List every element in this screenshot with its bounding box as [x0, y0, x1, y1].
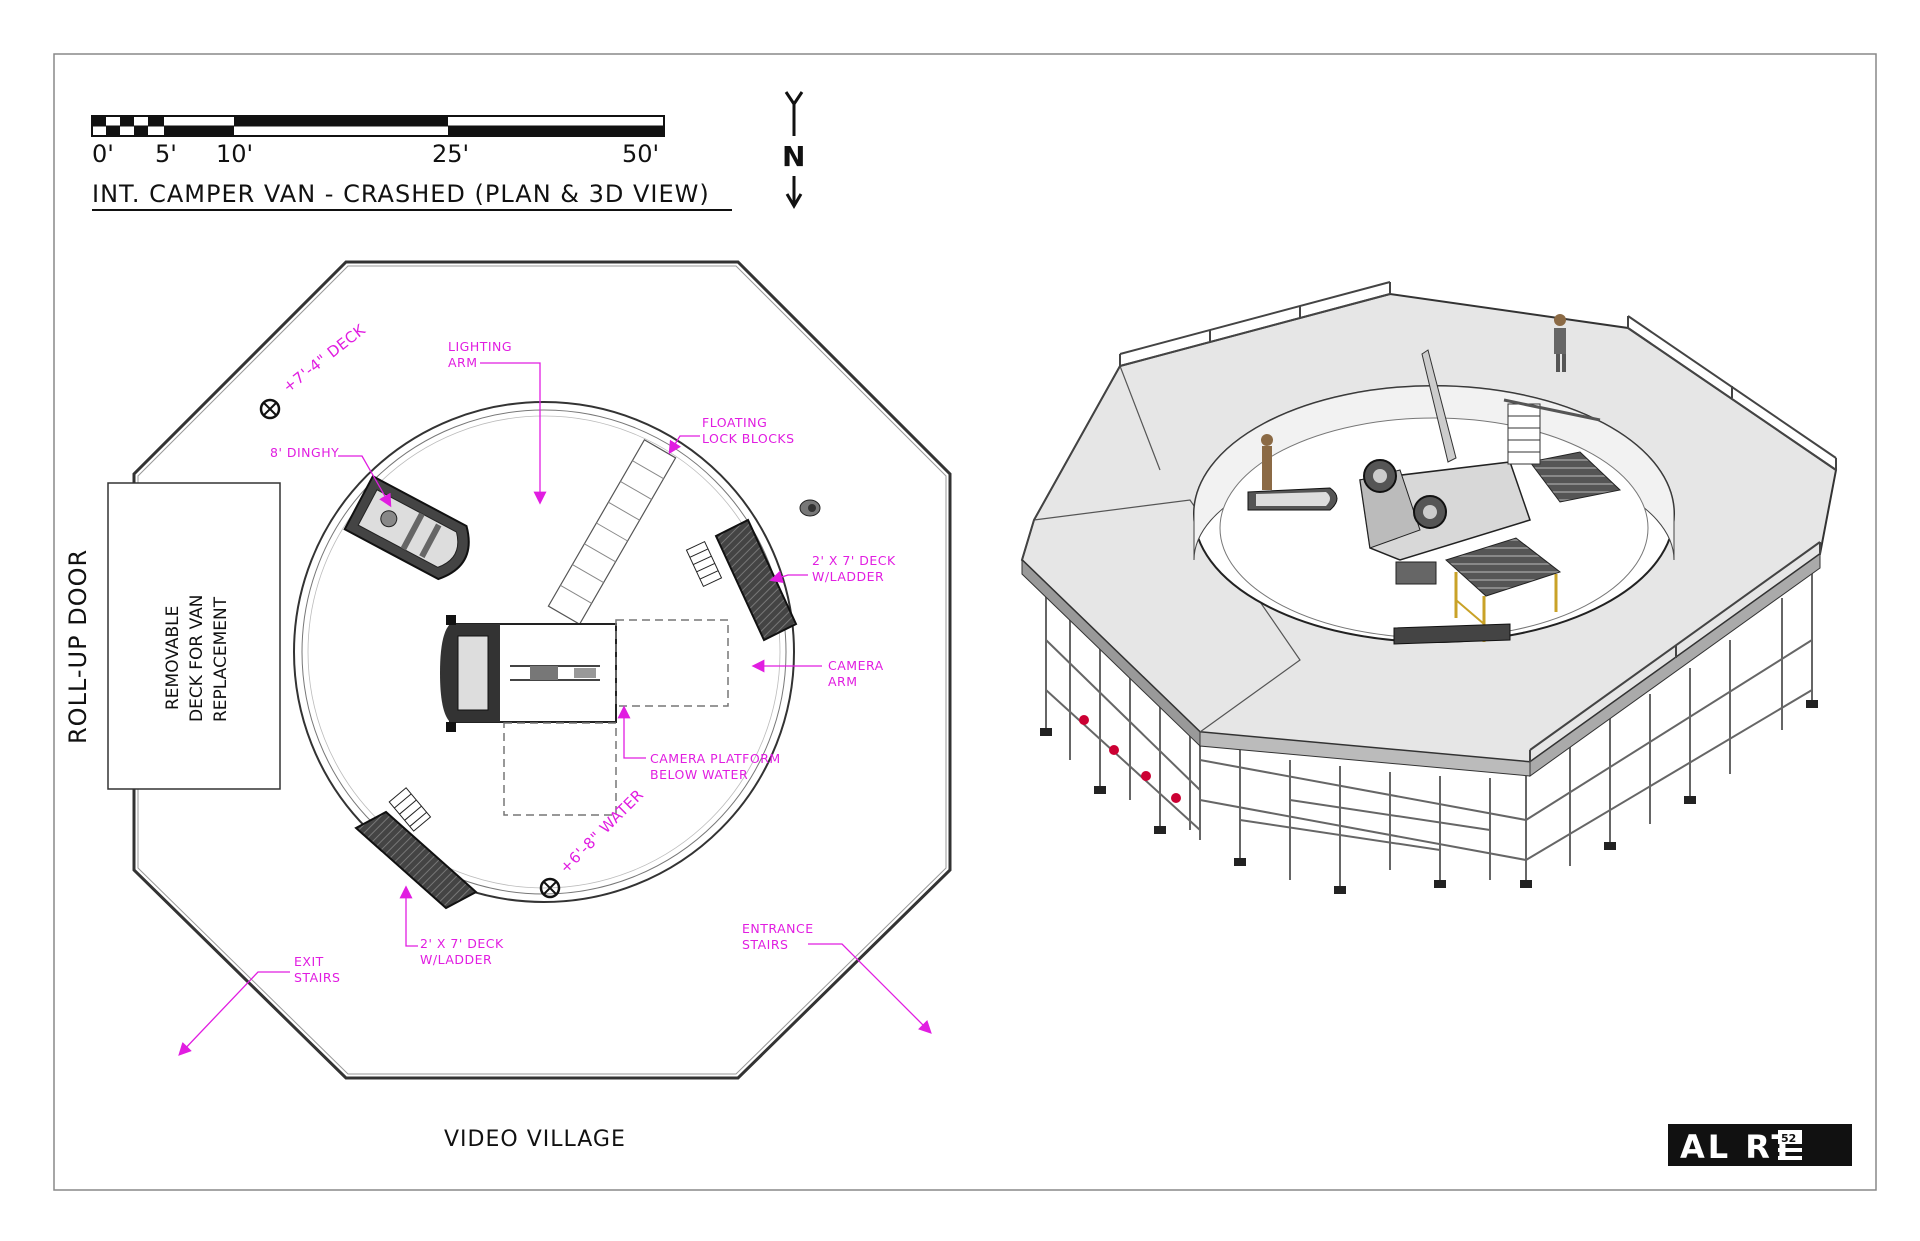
deck-left	[354, 787, 478, 910]
callout-floating-blocks-1: FLOATING	[702, 415, 767, 430]
scale-label-5: 5'	[155, 140, 177, 168]
video-village-label: VIDEO VILLAGE	[444, 1127, 626, 1152]
scale-labels: 0' 5' 10' 25' 50'	[92, 140, 659, 168]
scale-bar	[91, 115, 665, 137]
callout-entrance-stairs-1: ENTRANCE	[742, 921, 814, 936]
scale-label-25: 25'	[432, 140, 469, 168]
water-elevation-marker-icon	[539, 877, 561, 899]
north-letter: N	[782, 140, 806, 173]
logo-text: AL RT	[1680, 1128, 1796, 1166]
iso-deck-back	[1503, 398, 1622, 503]
iso-person-icon	[1554, 314, 1566, 372]
callout-floating-blocks-2: LOCK BLOCKS	[702, 431, 795, 446]
plan-view: ROLL-UP DOOR REMOVABLE DECK FOR VAN REPL…	[64, 260, 952, 1152]
callout-deck-right-2: W/LADDER	[812, 569, 884, 584]
scale-label-10: 10'	[216, 140, 253, 168]
iso-deck-front	[1445, 537, 1562, 642]
callout-camera-platform-2: BELOW WATER	[650, 767, 748, 782]
scaffold-feet	[1040, 700, 1818, 894]
iso-view	[1020, 281, 1838, 894]
removable-deck-line-1: REMOVABLE	[163, 606, 183, 710]
dinghy	[343, 474, 470, 581]
north-arrow-icon	[784, 91, 804, 209]
callout-exit-stairs-1: EXIT	[294, 954, 324, 969]
removable-deck	[107, 482, 281, 790]
camera-platform-outline	[503, 722, 617, 816]
iso-railings	[1021, 281, 1837, 762]
callout-lighting-arm-2: ARM	[448, 355, 478, 370]
iso-dinghy	[1247, 434, 1338, 511]
logo-badge: 52	[1781, 1132, 1796, 1145]
callout-entrance-stairs-2: STAIRS	[742, 937, 788, 952]
alert-logo: AL RT 52	[1668, 1124, 1852, 1166]
camper-van	[440, 615, 617, 732]
sheet-border	[53, 53, 1877, 1191]
scale-label-50: 50'	[622, 140, 659, 168]
deck-elevation-marker-icon	[259, 398, 281, 420]
callout-camera-arm-2: ARM	[828, 674, 858, 689]
floating-lock-blocks	[547, 439, 677, 625]
person-icon	[799, 499, 821, 517]
callout-lighting-arm-1: LIGHTING	[448, 339, 512, 354]
camera-arm-outline	[615, 619, 729, 707]
removable-deck-line-2: DECK FOR VAN	[187, 594, 207, 722]
callout-dinghy: 8' DINGHY	[270, 445, 339, 460]
callout-camera-arm-1: CAMERA	[828, 658, 884, 673]
deck-right	[685, 518, 798, 642]
iso-van	[1359, 459, 1531, 585]
callout-deck-right-1: 2' X 7' DECK	[812, 553, 896, 568]
callout-deck-left-1: 2' X 7' DECK	[420, 936, 504, 951]
iso-floating-blocks	[1393, 623, 1511, 645]
callout-camera-platform-1: CAMERA PLATFORM	[650, 751, 781, 766]
page-title: INT. CAMPER VAN - CRASHED (PLAN & 3D VIE…	[92, 180, 710, 208]
scaffolding	[1045, 560, 1813, 890]
callout-deck-left-2: W/LADDER	[420, 952, 492, 967]
roll-up-door-label: ROLL-UP DOOR	[64, 549, 92, 744]
callout-exit-stairs-2: STAIRS	[294, 970, 340, 985]
scale-label-0: 0'	[92, 140, 114, 168]
removable-deck-line-3: REPLACEMENT	[211, 596, 231, 722]
